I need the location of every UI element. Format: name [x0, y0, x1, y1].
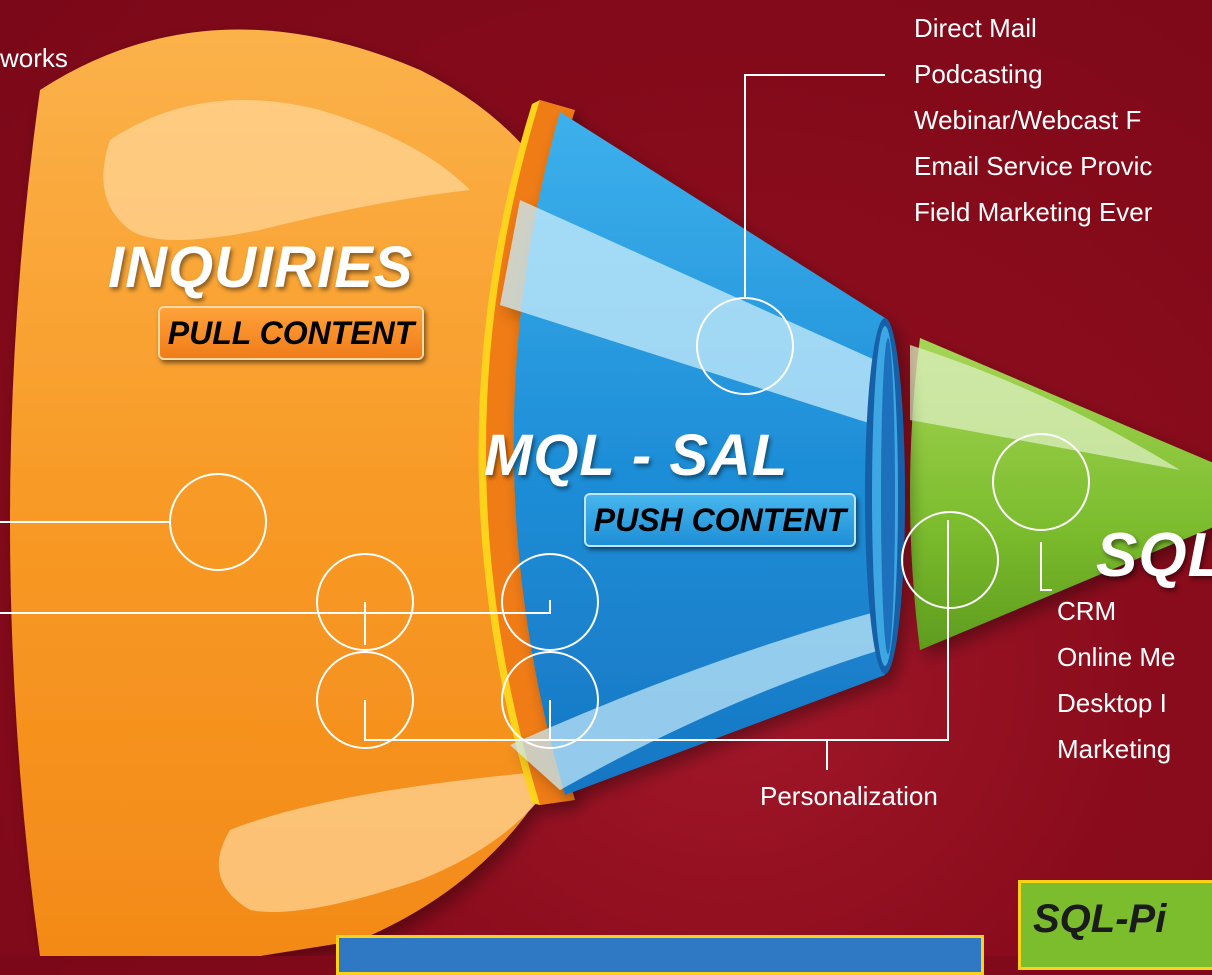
info-box [336, 935, 984, 975]
sql-pipeline-box: SQL-Pi [1018, 880, 1212, 970]
personalization-label: Personalization [760, 781, 938, 811]
sql-pipeline-box-label: SQL-Pi [1033, 897, 1167, 941]
pull-content-tag: PULL CONTENT [158, 306, 424, 360]
bottom-list-item-2: Online Me [1057, 642, 1176, 672]
touchpoint-circle [501, 553, 599, 651]
top-list-item-5: Field Marketing Ever [914, 197, 1153, 227]
touchpoint-circle [901, 511, 999, 609]
networks-label: works [0, 43, 68, 73]
push-content-tag: PUSH CONTENT [584, 493, 856, 547]
touchpoint-circle [696, 297, 794, 395]
touchpoint-circle [169, 473, 267, 571]
touchpoint-circle [501, 651, 599, 749]
mql-stage-cone [500, 112, 905, 795]
touchpoint-circle [992, 433, 1090, 531]
bottom-list-item-3: Desktop I [1057, 688, 1167, 718]
top-list-item-1: Direct Mail [914, 13, 1037, 43]
touchpoint-circle [316, 651, 414, 749]
touchpoint-circle [316, 553, 414, 651]
inquiries-stage-cone [10, 29, 575, 956]
bottom-list-item-1: CRM [1057, 596, 1117, 626]
top-list-item-2: Podcasting [914, 59, 1043, 89]
connector-lines [0, 74, 1052, 770]
top-list-item-3: Webinar/Webcast F [914, 105, 1142, 135]
bottom-list-item-4: Marketing [1057, 734, 1172, 764]
sql-title: SQL- [1096, 521, 1212, 590]
touchpoint-circles [169, 297, 1090, 749]
inquiries-title: INQUIRIES [108, 235, 414, 300]
top-list-item-4: Email Service Provic [914, 151, 1153, 181]
sql-stage-cone [910, 338, 1212, 650]
mql-sal-title: MQL - SAL [484, 423, 789, 488]
